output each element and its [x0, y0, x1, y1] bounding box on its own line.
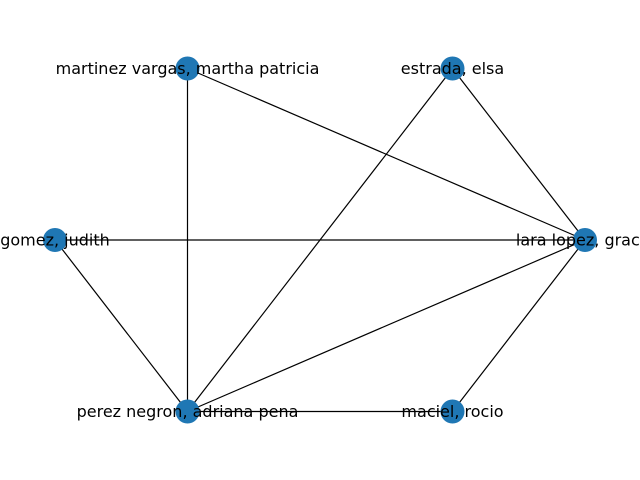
- edge-perez-lara: [187, 239, 586, 413]
- node-label-maciel: maciel, rocio: [401, 402, 503, 421]
- node-gomez: [43, 228, 67, 252]
- node-label-lara: lara lopez, gracie: [516, 231, 640, 250]
- edge-martinez-lara: [187, 67, 586, 241]
- labels-layer: lara lopez, gracie estrada, elsa martinez …: [0, 59, 640, 421]
- node-label-perez: perez negron, adriana pena: [77, 402, 299, 421]
- node-estrada: [440, 56, 465, 81]
- edge-maciel-lara: [452, 239, 586, 412]
- node-label-martinez: martinez vargas, martha patricia: [56, 59, 320, 78]
- node-martinez: [175, 56, 200, 81]
- node-label-estrada: estrada, elsa: [401, 59, 504, 78]
- node-perez: [175, 399, 200, 424]
- node-maciel: [440, 399, 465, 424]
- nodes-layer: [43, 56, 597, 424]
- node-lara: [573, 228, 597, 252]
- edge-gomez-perez: [54, 239, 188, 412]
- node-label-gomez: gomez, judith: [0, 231, 110, 250]
- edges-layer: [54, 67, 586, 413]
- edge-estrada-lara: [452, 68, 586, 241]
